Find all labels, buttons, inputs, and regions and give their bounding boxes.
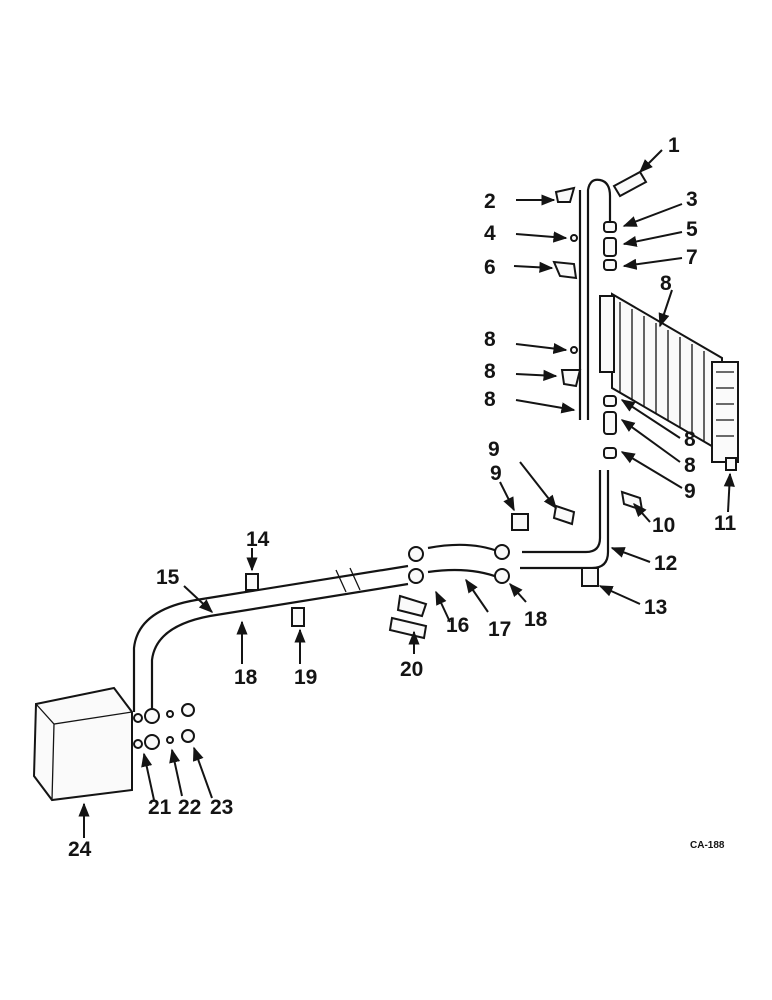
callout-15: 12 xyxy=(654,552,677,575)
callout-18: 8 xyxy=(484,328,496,351)
callout-23: 11 xyxy=(714,512,737,535)
callout-16: 8 xyxy=(484,388,496,411)
callout-17: 8 xyxy=(484,360,496,383)
callout-8: 8 xyxy=(684,428,696,451)
callout-4: 18 xyxy=(234,666,258,689)
hydraulic-tubes xyxy=(132,178,612,716)
callout-6: 14 xyxy=(246,528,270,551)
leader-lines xyxy=(78,149,735,838)
callout-9: 5 xyxy=(686,218,698,241)
callout-12: 13 xyxy=(644,596,667,619)
callout-1: 21 xyxy=(148,796,172,819)
callout-24: 24 xyxy=(68,838,92,861)
callout-10: 20 xyxy=(400,658,423,681)
callout-21: 1 xyxy=(668,134,680,157)
callout-3: 23 xyxy=(210,796,233,819)
callout-14: 9 xyxy=(488,438,500,461)
callout-labels: 1 2 3 4 5 6 7 8 8 8 8 8 8 9 9 9 10 11 12… xyxy=(68,134,737,861)
callout-8: 7 xyxy=(686,246,698,269)
oil-cooler-radiator xyxy=(599,292,739,463)
callout-9: 8 xyxy=(684,454,696,477)
callout-8: 16 xyxy=(446,614,469,637)
drawing-code: CA-188 xyxy=(690,840,725,851)
callout-5: 15 xyxy=(156,566,180,589)
callout-2: 22 xyxy=(178,796,201,819)
callout-18: 4 xyxy=(484,222,496,245)
callout-19: 6 xyxy=(484,256,496,279)
callout-22: 8 xyxy=(660,272,672,295)
callout-7: 19 xyxy=(294,666,317,689)
oil-reservoir xyxy=(32,686,133,802)
callout-8: 18 xyxy=(524,608,548,631)
callout-8: 9 xyxy=(684,480,696,503)
callout-20: 2 xyxy=(484,190,496,213)
callout-13: 10 xyxy=(652,514,675,537)
fittings-and-clamps xyxy=(133,170,737,750)
callout-8: 3 xyxy=(686,188,698,211)
callout-9: 17 xyxy=(488,618,511,641)
callout-11: 9 xyxy=(490,462,502,485)
